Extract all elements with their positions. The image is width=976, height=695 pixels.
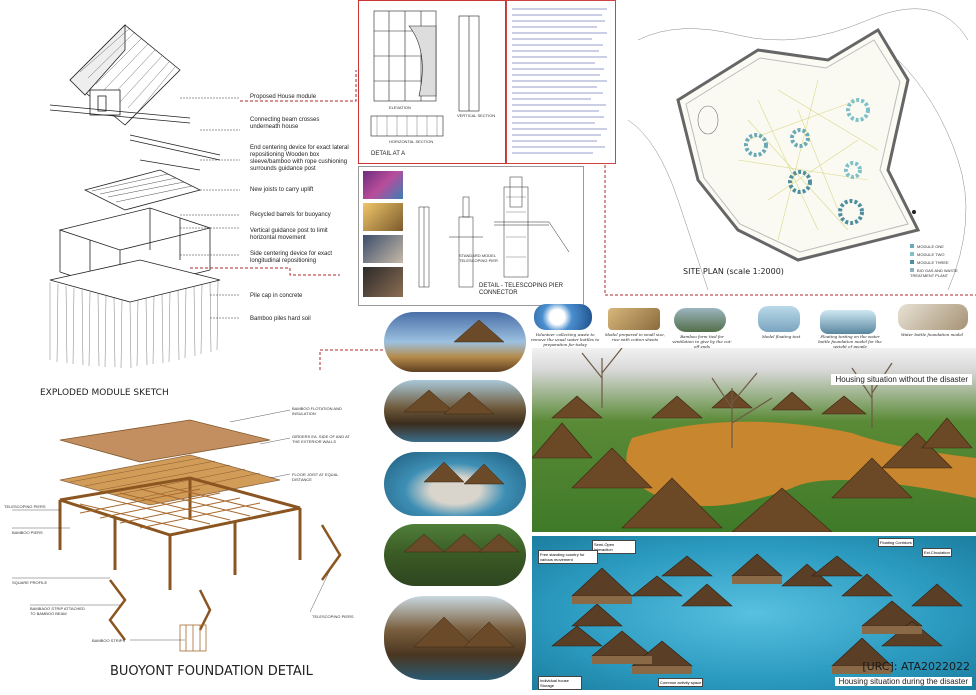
render-flood-drawing <box>551 553 963 674</box>
label-vertical-post: Vertical guidance post to limit horizont… <box>250 228 328 241</box>
fd-label-telescoping-1: TELESCOPING PIERS <box>4 504 46 509</box>
render-flood-scene: Semi-Open Interaction Floating Corridors… <box>532 536 976 690</box>
process-caption-1: Volunteer collecting waste to remove the… <box>530 332 600 347</box>
detail-a-elevation-label: ELEVATION <box>389 105 411 110</box>
render-dry-caption: Housing situation without the disaster <box>831 374 972 385</box>
label-connecting-beam: Connecting beam crosses underneath house <box>250 117 320 130</box>
photo-2 <box>363 203 403 231</box>
process-image-3 <box>674 308 726 332</box>
oval-roof-marks <box>403 319 520 648</box>
site-plan-map <box>627 8 969 291</box>
render-flood-caption: Housing situation during the disaster <box>834 677 972 686</box>
site-plan-legend: MODULE ONE MODULE TWO MODULE THREE BIO G… <box>910 244 970 278</box>
process-caption-5: Floating testing on the water bottle fou… <box>818 334 882 349</box>
label-side-centering: Side centering device for exact longitud… <box>250 251 333 264</box>
process-image-1 <box>534 304 592 330</box>
label-new-joists: New joists to carry uplift <box>250 187 314 193</box>
fd-label-floor-joist: FLOOR JOIST AT EQUAL DISTANCE <box>292 472 339 482</box>
callout-floating-corridors: Floating Corridors <box>878 538 914 547</box>
legend-swatch-one <box>910 244 914 248</box>
legend-module-two: MODULE TWO <box>917 252 945 257</box>
label-recycled-barrels: Recycled barrels for buoyancy <box>250 212 331 218</box>
process-caption-4: Model floating test <box>761 334 801 339</box>
detail-a-vertical-label: VERTICAL SECTION <box>457 113 496 118</box>
exploded-sketch-title: EXPLODED MODULE SKETCH <box>40 388 169 398</box>
fd-label-telescoping-2: TELESCOPING PIERS <box>312 614 354 619</box>
buoyant-foundation-title: BUOYONT FOUNDATION DETAIL <box>110 664 313 679</box>
process-image-6 <box>898 304 968 330</box>
callout-ext-circulation: Ext.Circulation <box>922 548 952 557</box>
site-plan-title: SITE PLAN (scale 1:2000) <box>683 267 784 276</box>
process-image-2 <box>608 308 660 330</box>
render-code: [URC]: ATA2022022 <box>862 660 970 673</box>
render-oval-4 <box>384 524 526 586</box>
notes-panel <box>506 0 616 164</box>
label-end-centering: End centering device for exact lateral r… <box>250 145 349 172</box>
callout-semi-open: Semi-Open Interaction <box>592 540 636 554</box>
foundation-drawing <box>12 409 342 652</box>
process-image-4 <box>758 306 800 332</box>
detail-b-caption: DETAIL - TELESCOPING PIER CONNECTOR <box>479 283 563 296</box>
label-bamboo-piles: Bamboo piles hard soil <box>250 316 311 322</box>
site-plan: SITE PLAN (scale 1:2000) MODULE ONE MODU… <box>618 0 976 295</box>
detail-b-pier-label: STANDARD MODEL TELESCOPING PIER <box>459 253 498 263</box>
fd-label-square-profile: SQUARE PROFILE <box>12 580 48 585</box>
buoyant-foundation: BAMBOO FLOTATION AND INSULATION GIRDERS … <box>0 400 380 690</box>
detail-a-caption: DETAIL AT A <box>371 151 406 157</box>
notes-scribble <box>512 8 607 154</box>
legend-module-one: MODULE ONE <box>917 244 944 249</box>
fd-label-bamboo-strips: BAMBOO STRIPS <box>92 638 126 643</box>
label-proposed-house: Proposed House module <box>250 94 317 100</box>
render-dry-drawing <box>532 348 976 532</box>
detail-b-drawing <box>418 176 570 288</box>
legend-biogas: BIO GAS AND WASTE TREATMENT PLANT <box>910 268 958 278</box>
photo-4 <box>363 267 403 297</box>
fd-label-girders: GIRDERS EA. SIDE OF AND AT THE EXTERIOR … <box>292 434 350 444</box>
detail-b-panel: STANDARD MODEL TELESCOPING PIER DETAIL -… <box>358 166 584 306</box>
process-caption-3: Bamboo form tied for ventilation to give… <box>672 334 732 349</box>
callout-free-standing: Free standing country for various moveme… <box>538 550 598 564</box>
legend-swatch-biogas <box>910 268 914 272</box>
detail-a-horizontal-label: HORIZONTAL SECTION <box>389 139 434 144</box>
legend-swatch-three <box>910 260 914 264</box>
exploded-module-sketch <box>30 10 240 370</box>
photo-1 <box>363 171 403 199</box>
legend-module-three: MODULE THREE <box>917 260 949 265</box>
label-pile-cap: Pile cap in concrete <box>250 293 303 299</box>
fd-label-bamboo-strip: BAMBAOO STRIP ATTACHED TO BAMBOO BEAM <box>30 606 85 616</box>
process-caption-2: Model prepared in small size, rice with … <box>604 332 666 342</box>
callout-individual-storage: Individual house Storage <box>538 676 582 690</box>
detail-a-panel: ELEVATION VERTICAL SECTION HORIZONTAL SE… <box>358 0 506 164</box>
render-dry-scene: Housing situation without the disaster <box>532 348 976 532</box>
callout-common-activity: Common activity space <box>658 678 704 687</box>
process-image-5 <box>820 310 876 334</box>
process-strip: Volunteer collecting waste to remove the… <box>530 304 976 349</box>
detail-a-drawing <box>370 10 480 137</box>
legend-swatch-two <box>910 252 914 256</box>
process-caption-6: Water bottle foundation model <box>901 332 963 337</box>
fd-label-bamboo-piers: BAMBOO PIERS <box>12 530 43 535</box>
exploded-sketch-drawing <box>49 24 240 369</box>
photo-3 <box>363 235 403 263</box>
fd-label-flotation: BAMBOO FLOTATION AND INSULATION <box>292 406 342 416</box>
